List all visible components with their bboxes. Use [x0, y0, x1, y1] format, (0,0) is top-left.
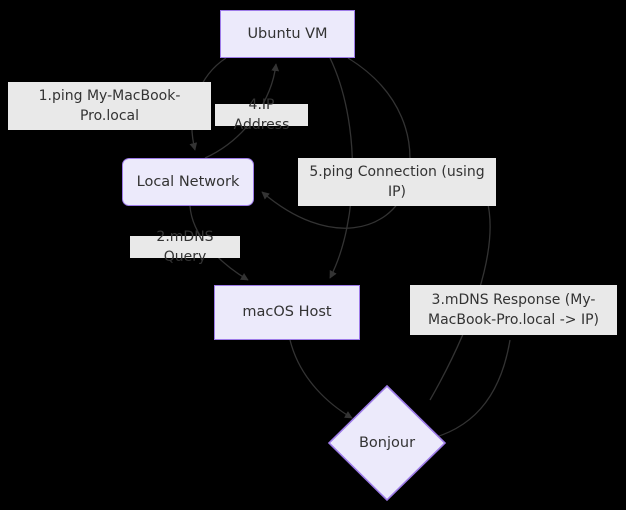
edge-label-1-line2: Pro.local: [79, 108, 140, 124]
edge-macos-host-to-bonjour: [289, 339, 353, 419]
edge-label-3-mdns-response: 3.mDNS Response (My- MacBook-Pro.local -…: [410, 285, 617, 335]
edge-label-1-line1: 1.ping My-MacBook-: [38, 87, 181, 104]
edge-label-5-line2: IP): [387, 184, 407, 200]
node-ubuntu-vm[interactable]: Ubuntu VM: [220, 10, 355, 58]
edge-label-3-line1: 3.mDNS Response (My-: [431, 291, 596, 308]
node-ubuntu-vm-label: Ubuntu VM: [247, 25, 328, 42]
node-bonjour-label: Bonjour: [358, 435, 416, 451]
edge-label-5-line1: 5.ping Connection (using: [309, 163, 485, 180]
edge-label-1-ping: 1.ping My-MacBook- Pro.local: [8, 82, 211, 130]
node-macos-host-label: macOS Host: [242, 304, 332, 321]
bonjour-diamond-shape: [327, 384, 447, 502]
edge-label-2-mdns-query: 2.mDNS Query: [130, 229, 240, 265]
node-local-network[interactable]: Local Network: [122, 158, 254, 206]
edge-label-3-line2: MacBook-Pro.local -> IP): [427, 312, 599, 328]
edge-label-2-line1: 2.mDNS Query: [156, 228, 214, 265]
edge-label-4-line1: 4.IP Address: [233, 96, 290, 133]
node-bonjour[interactable]: Bonjour: [327, 384, 447, 502]
edge-label-4-ip-address: 4.IP Address: [215, 97, 308, 133]
node-macos-host[interactable]: macOS Host: [214, 285, 360, 340]
edge-bonjour-up-right: [424, 339, 511, 441]
edge-label-5-ping-connection: 5.ping Connection (using IP): [298, 158, 496, 206]
node-local-network-label: Local Network: [136, 173, 240, 190]
